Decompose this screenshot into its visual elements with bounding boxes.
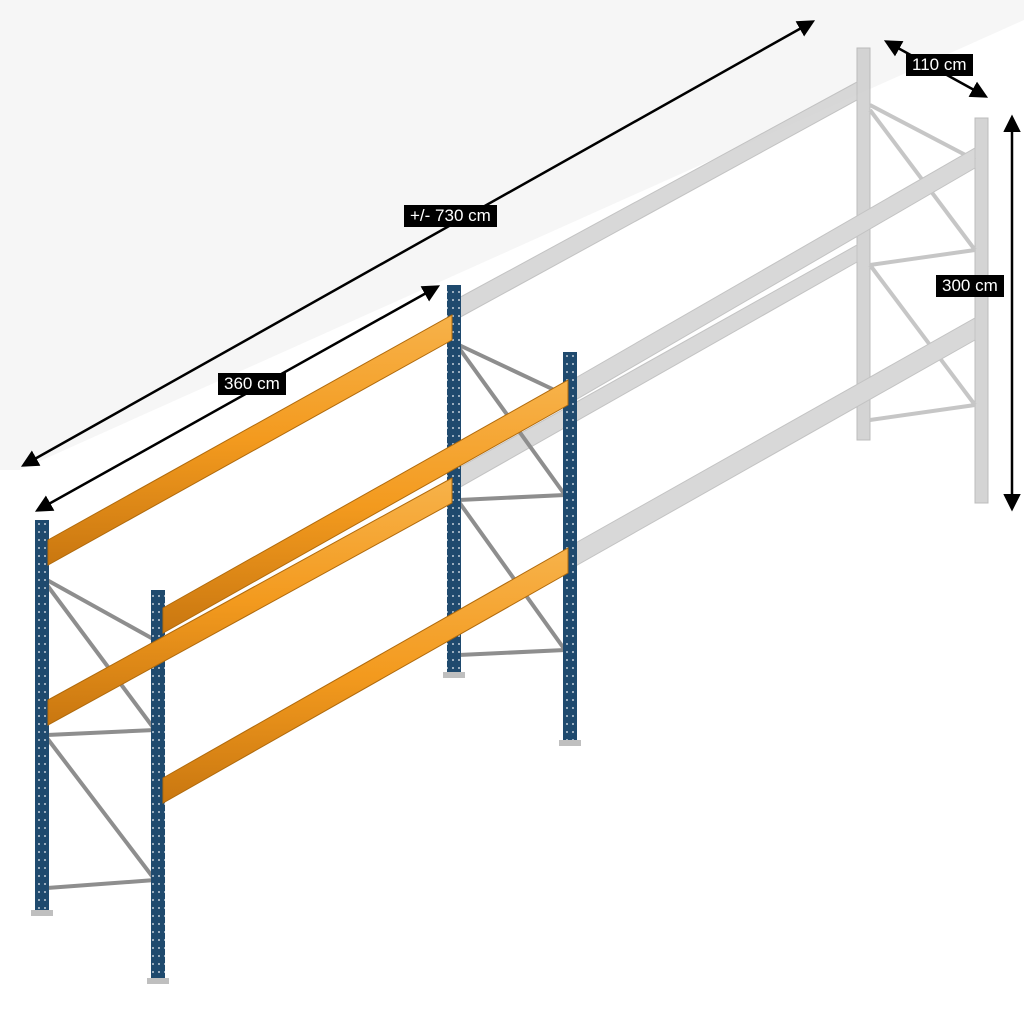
base-plate (147, 978, 169, 984)
base-plate (559, 740, 581, 746)
ghost-upright-back (856, 47, 871, 441)
base-plate (443, 672, 465, 678)
label-height: 300 cm (936, 275, 1004, 297)
ghost-upright-front (974, 117, 989, 504)
beam-bottom-back (47, 477, 453, 726)
base-plate (31, 910, 53, 916)
beam-bottom-front (162, 547, 569, 804)
label-bay-length: 360 cm (218, 373, 286, 395)
label-depth: 110 cm (906, 54, 973, 76)
label-total-length: +/- 730 cm (404, 205, 497, 227)
arrow-bay-length (34, 285, 441, 512)
front-frame-left (31, 520, 169, 984)
back-frame-right (443, 285, 581, 746)
